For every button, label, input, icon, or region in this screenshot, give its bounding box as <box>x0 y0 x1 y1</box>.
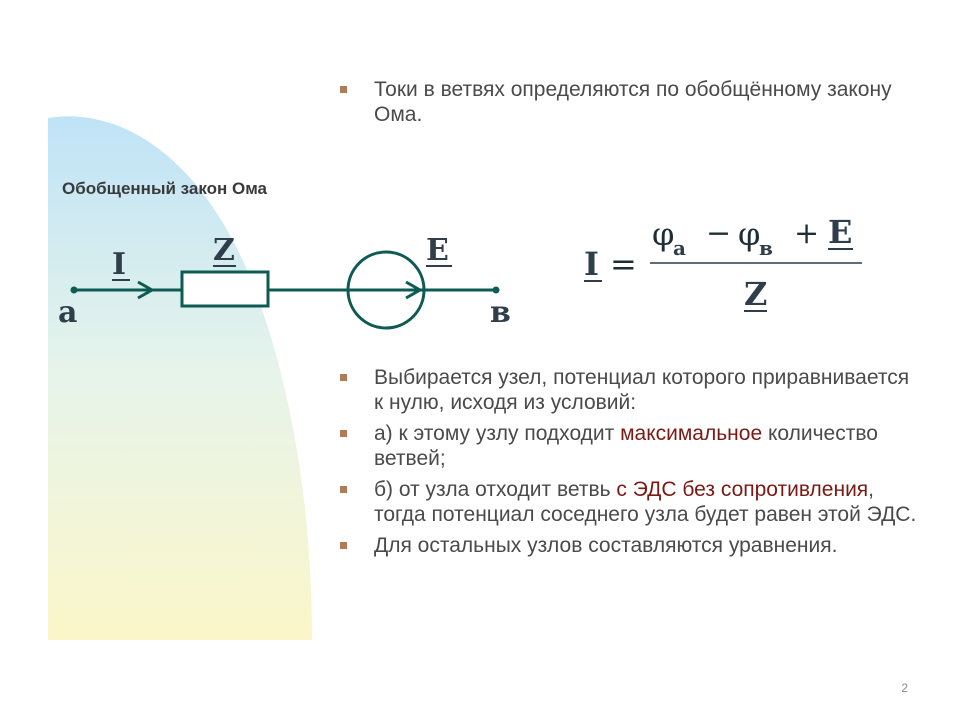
page-number: 2 <box>901 681 908 695</box>
highlighted-text: максимальное <box>620 422 763 445</box>
current-arrow-head <box>137 280 156 300</box>
bullet-item: б) от узла отходит ветвь с ЭДС без сопро… <box>340 477 920 527</box>
formula-phi-a: φ <box>652 215 674 253</box>
bullet-square-icon <box>340 430 347 437</box>
label-emf-E: E <box>426 233 449 268</box>
circuit-diagram: I Z E a в <box>58 233 511 330</box>
terminal-a-dot <box>70 286 78 294</box>
bullet-square-icon <box>340 542 347 549</box>
formula-plus: + <box>794 216 819 251</box>
ohm-law-formula: I = φ a − φ в + E Z <box>584 213 862 313</box>
bullet-text: количество ветвей; <box>374 422 878 470</box>
label-node-b: в <box>490 295 511 330</box>
emf-arrow-head <box>405 280 424 300</box>
bullet-list-bottom: Выбирается узел, потенциал которого прир… <box>340 365 920 564</box>
bullet-text: Токи в ветвях определяются по обобщённом… <box>374 78 892 126</box>
bullet-text: Выбирается узел, потенциал которого прир… <box>374 366 910 414</box>
bullet-text: , тогда потенциал соседнего узла будет р… <box>374 478 917 526</box>
label-impedance-Z: Z <box>213 233 235 268</box>
bullet-square-icon <box>340 86 347 93</box>
label-current-I: I <box>112 247 126 282</box>
bullet-square-icon <box>340 374 347 381</box>
bullet-item: Токи в ветвях определяются по обобщённом… <box>340 77 920 127</box>
bullet-text: б) от узла отходит ветвь <box>374 478 617 501</box>
terminal-b-dot <box>492 286 500 294</box>
formula-E: E <box>828 213 852 251</box>
bullet-item: а) к этому узлу подходит максимальное ко… <box>340 421 920 471</box>
label-node-a: a <box>58 295 77 330</box>
bullet-text: а) к этому узлу подходит <box>374 422 621 445</box>
formula-minus: − <box>706 216 731 251</box>
formula-denominator-Z: Z <box>744 275 767 313</box>
resistor-z <box>180 270 270 308</box>
highlighted-text: с ЭДС без сопротивления <box>616 478 869 501</box>
formula-sub-a: a <box>673 236 686 260</box>
formula-sub-b: в <box>759 236 773 260</box>
diagram-title: Обобщенный закон Ома <box>62 179 268 198</box>
formula-equals: = <box>610 245 637 283</box>
bullet-item: Выбирается узел, потенциал которого прир… <box>340 365 920 415</box>
formula-phi-b: φ <box>738 215 760 253</box>
bullet-list-top: Токи в ветвях определяются по обобщённом… <box>340 77 920 133</box>
formula-lhs-I: I <box>584 245 599 283</box>
bullet-text: Для остальных узлов составляются уравнен… <box>374 534 838 557</box>
bullet-square-icon <box>340 486 347 493</box>
bullet-item: Для остальных узлов составляются уравнен… <box>340 533 920 558</box>
